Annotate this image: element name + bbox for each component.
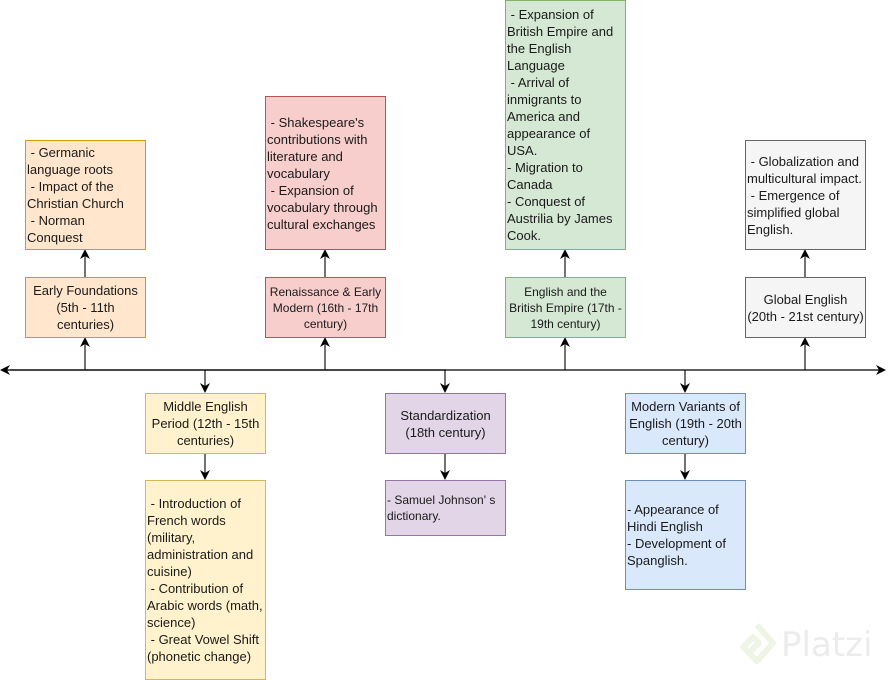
standardization-details: - Samuel Johnson' s dictionary.: [387, 493, 499, 523]
british-empire-title: English and the British Empire (17th - 1…: [509, 284, 626, 331]
middle-english-title: Middle English Period (12th - 15th centu…: [151, 399, 263, 448]
renaissance-details-box: - Shakespeare's contributions with liter…: [265, 96, 386, 250]
global-english-title: Global English (20th - 21st century): [747, 291, 864, 324]
global-english-title-box: Global English (20th - 21st century): [745, 277, 866, 338]
middle-english-title-box: Middle English Period (12th - 15th centu…: [145, 393, 266, 454]
global-english-details-box: - Globalization and multicultural impact…: [745, 140, 866, 250]
platzi-brand-text: Platzi: [781, 625, 873, 665]
british-empire-title-box: English and the British Empire (17th - 1…: [505, 277, 626, 338]
british-empire-details: - Expansion of British Empire and the En…: [507, 7, 614, 243]
british-empire-details-box: - Expansion of British Empire and the En…: [505, 0, 626, 250]
modern-variants-details-box: - Appearance of Hindi English - Developm…: [625, 480, 746, 590]
modern-variants-title: Modern Variants of English (19th - 20th …: [629, 399, 746, 448]
middle-english-details: - Introduction of French words (military…: [147, 496, 263, 664]
renaissance-details: - Shakespeare's contributions with liter…: [267, 114, 378, 232]
platzi-logo-icon: [740, 623, 776, 664]
early-foundations-details: - Germanic language roots - Impact of th…: [27, 145, 124, 245]
platzi-watermark: Platzi: [737, 622, 872, 668]
renaissance-title: Renaissance & Early Modern (16th - 17th …: [269, 284, 385, 331]
early-foundations-title-box: Early Foundations (5th - 11th centuries): [25, 277, 146, 338]
early-foundations-title: Early Foundations (5th - 11th centuries): [33, 283, 142, 332]
middle-english-details-box: - Introduction of French words (military…: [145, 480, 266, 680]
modern-variants-details: - Appearance of Hindi English - Developm…: [627, 502, 726, 568]
standardization-title-box: Standardization (18th century): [385, 393, 506, 454]
global-english-details: - Globalization and multicultural impact…: [747, 153, 862, 237]
renaissance-title-box: Renaissance & Early Modern (16th - 17th …: [265, 277, 386, 338]
modern-variants-title-box: Modern Variants of English (19th - 20th …: [625, 393, 746, 454]
early-foundations-details-box: - Germanic language roots - Impact of th…: [25, 140, 146, 250]
standardization-details-box: - Samuel Johnson' s dictionary.: [385, 480, 506, 536]
standardization-title: Standardization (18th century): [400, 407, 495, 440]
